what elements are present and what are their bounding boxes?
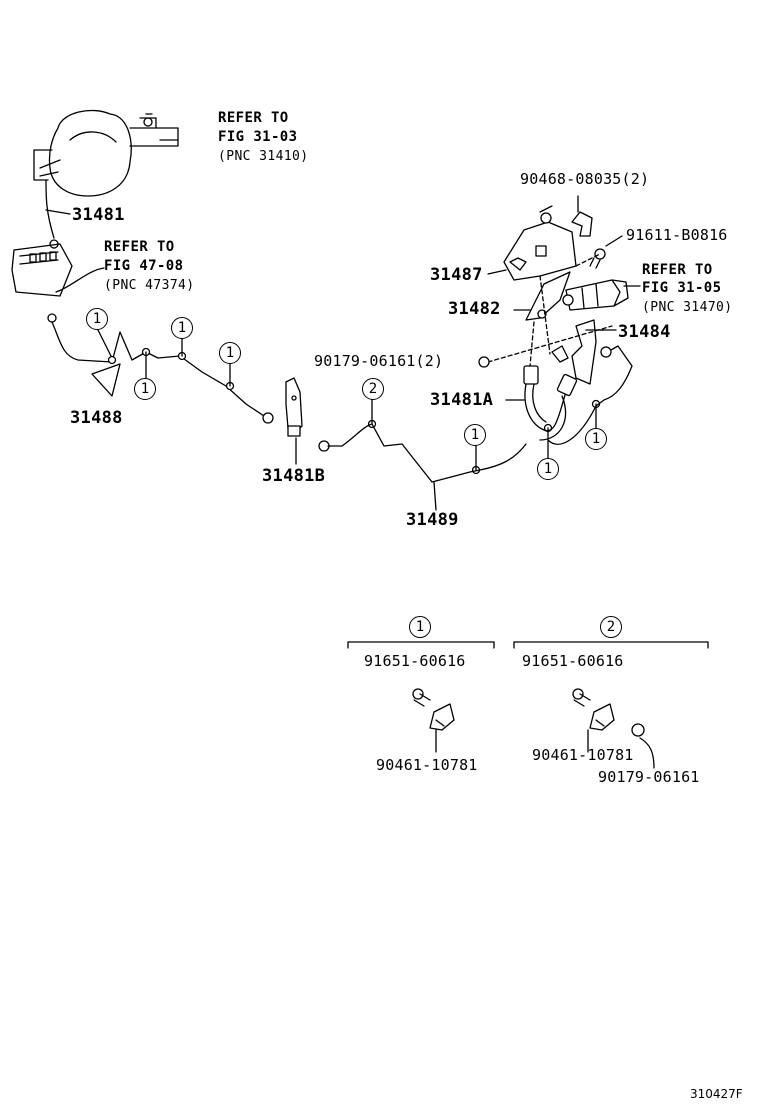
clip-marker-1: 1 — [537, 458, 559, 480]
ref-47-08-line3: (PNC 47374) — [104, 278, 195, 293]
bracket-31482-icon — [525, 271, 571, 321]
kit2-bolt-label[interactable]: 91651-60616 — [522, 652, 624, 670]
kit2-marker: 2 — [600, 616, 622, 638]
ref-31-03-line1: REFER TO — [218, 110, 289, 126]
part-31488[interactable]: 31488 — [70, 408, 123, 428]
kit1-clamp-label[interactable]: 90461-10781 — [376, 756, 478, 774]
clip-marker-1: 1 — [219, 342, 241, 364]
kit-legend — [347, 641, 709, 769]
kit2-nut-label[interactable]: 90179-06161 — [598, 768, 700, 786]
bolt-91611-icon — [589, 248, 606, 269]
reservoir-block-icon — [11, 243, 73, 297]
kit1-marker: 1 — [409, 616, 431, 638]
ref-47-08-line2: FIG 47-08 — [104, 258, 184, 274]
nut-90179-icon — [478, 356, 490, 368]
part-31481[interactable]: 31481 — [72, 205, 125, 225]
clip-marker-2: 2 — [362, 378, 384, 400]
part-90468[interactable]: 90468-08035(2) — [520, 170, 650, 188]
figure-code: 310427F — [690, 1087, 743, 1101]
part-31482[interactable]: 31482 — [448, 299, 501, 319]
clip-marker-1: 1 — [171, 317, 193, 339]
part-90179-2[interactable]: 90179-06161(2) — [314, 352, 444, 370]
part-31481b[interactable]: 31481B — [262, 466, 326, 486]
brake-pipe-31488 — [47, 313, 265, 417]
bracket-31481b-icon — [262, 377, 330, 452]
part-31484[interactable]: 31484 — [618, 322, 671, 342]
kit2-clamp-label[interactable]: 90461-10781 — [532, 746, 634, 764]
flexible-hose-31481a — [523, 345, 633, 445]
clip-marker-1: 1 — [86, 308, 108, 330]
clip-marker-1: 1 — [585, 428, 607, 450]
release-cylinder-icon — [562, 279, 629, 311]
ref-31-05-line3: (PNC 31470) — [642, 300, 733, 315]
brake-pipe-31489 — [327, 423, 527, 511]
clip-marker-1: 1 — [464, 424, 486, 446]
part-31487[interactable]: 31487 — [430, 265, 483, 285]
hose-31481-line — [45, 179, 55, 239]
part-31481a[interactable]: 31481A — [430, 390, 494, 410]
part-31489[interactable]: 31489 — [406, 510, 459, 530]
part-91611[interactable]: 91611-B0816 — [626, 226, 728, 244]
alignment-dashes — [487, 253, 613, 367]
ref-31-05-line2: FIG 31-05 — [642, 280, 722, 296]
ref-47-08-line1: REFER TO — [104, 239, 175, 255]
bracket-31487-icon — [503, 205, 577, 281]
kit1-bolt-label[interactable]: 91651-60616 — [364, 652, 466, 670]
clip-90468-icon — [571, 211, 593, 237]
ref-31-03-line2: FIG 31-03 — [218, 129, 298, 145]
ref-31-05-line1: REFER TO — [642, 262, 713, 278]
bracket-31484-icon — [551, 319, 612, 385]
master-cylinder-icon — [33, 109, 179, 197]
ref-31-03-line3: (PNC 31410) — [218, 149, 309, 164]
clip-marker-1: 1 — [134, 378, 156, 400]
